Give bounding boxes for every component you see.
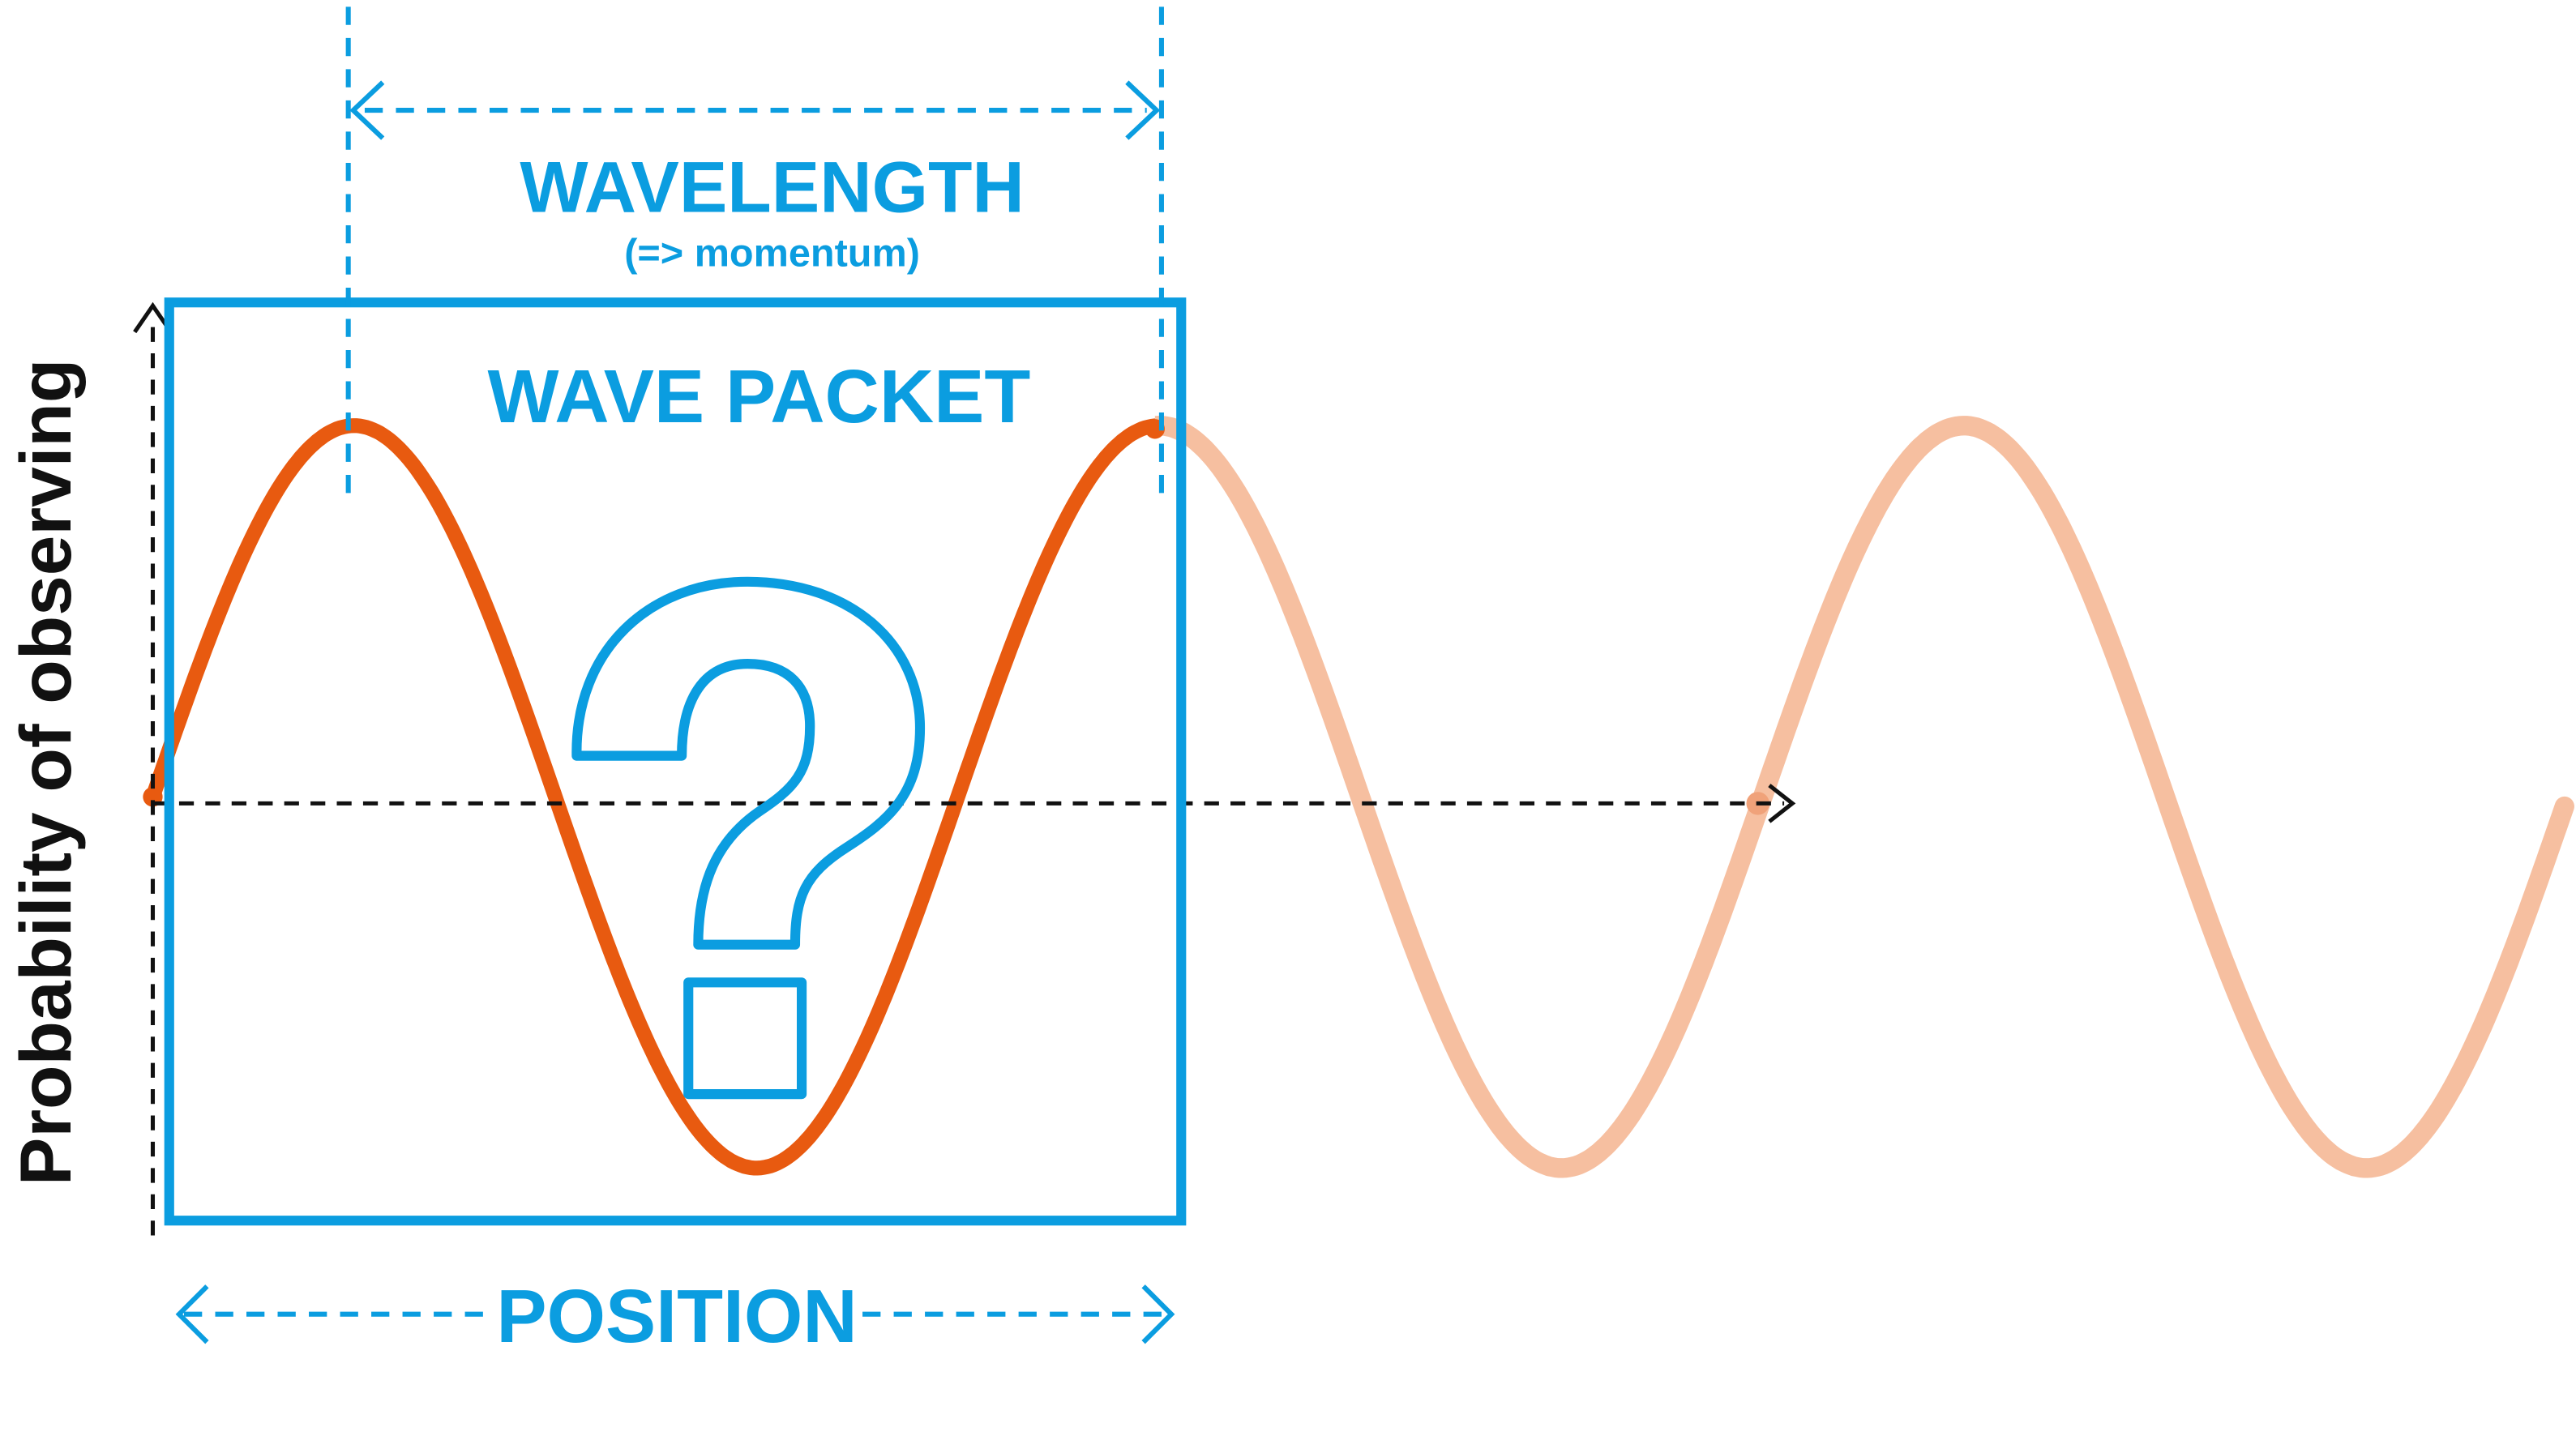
wave-curve	[145, 418, 1155, 1176]
wavelength-indicator	[345, 6, 1164, 502]
position-label: POSITION	[496, 1274, 857, 1358]
wave-packet-label: WAVE PACKET	[487, 354, 1030, 438]
wavelength-sublabel: (=> momentum)	[624, 232, 920, 276]
wave-continuation-curve	[1154, 416, 2574, 1178]
wavelength-label: WAVELENGTH	[520, 147, 1024, 228]
y-axis-label: Probability of observing	[5, 359, 86, 1186]
wave-packet-box	[164, 297, 1187, 1226]
position-indicator	[175, 1284, 1175, 1344]
x-axis	[152, 784, 1796, 823]
question-mark-icon	[571, 576, 926, 1100]
